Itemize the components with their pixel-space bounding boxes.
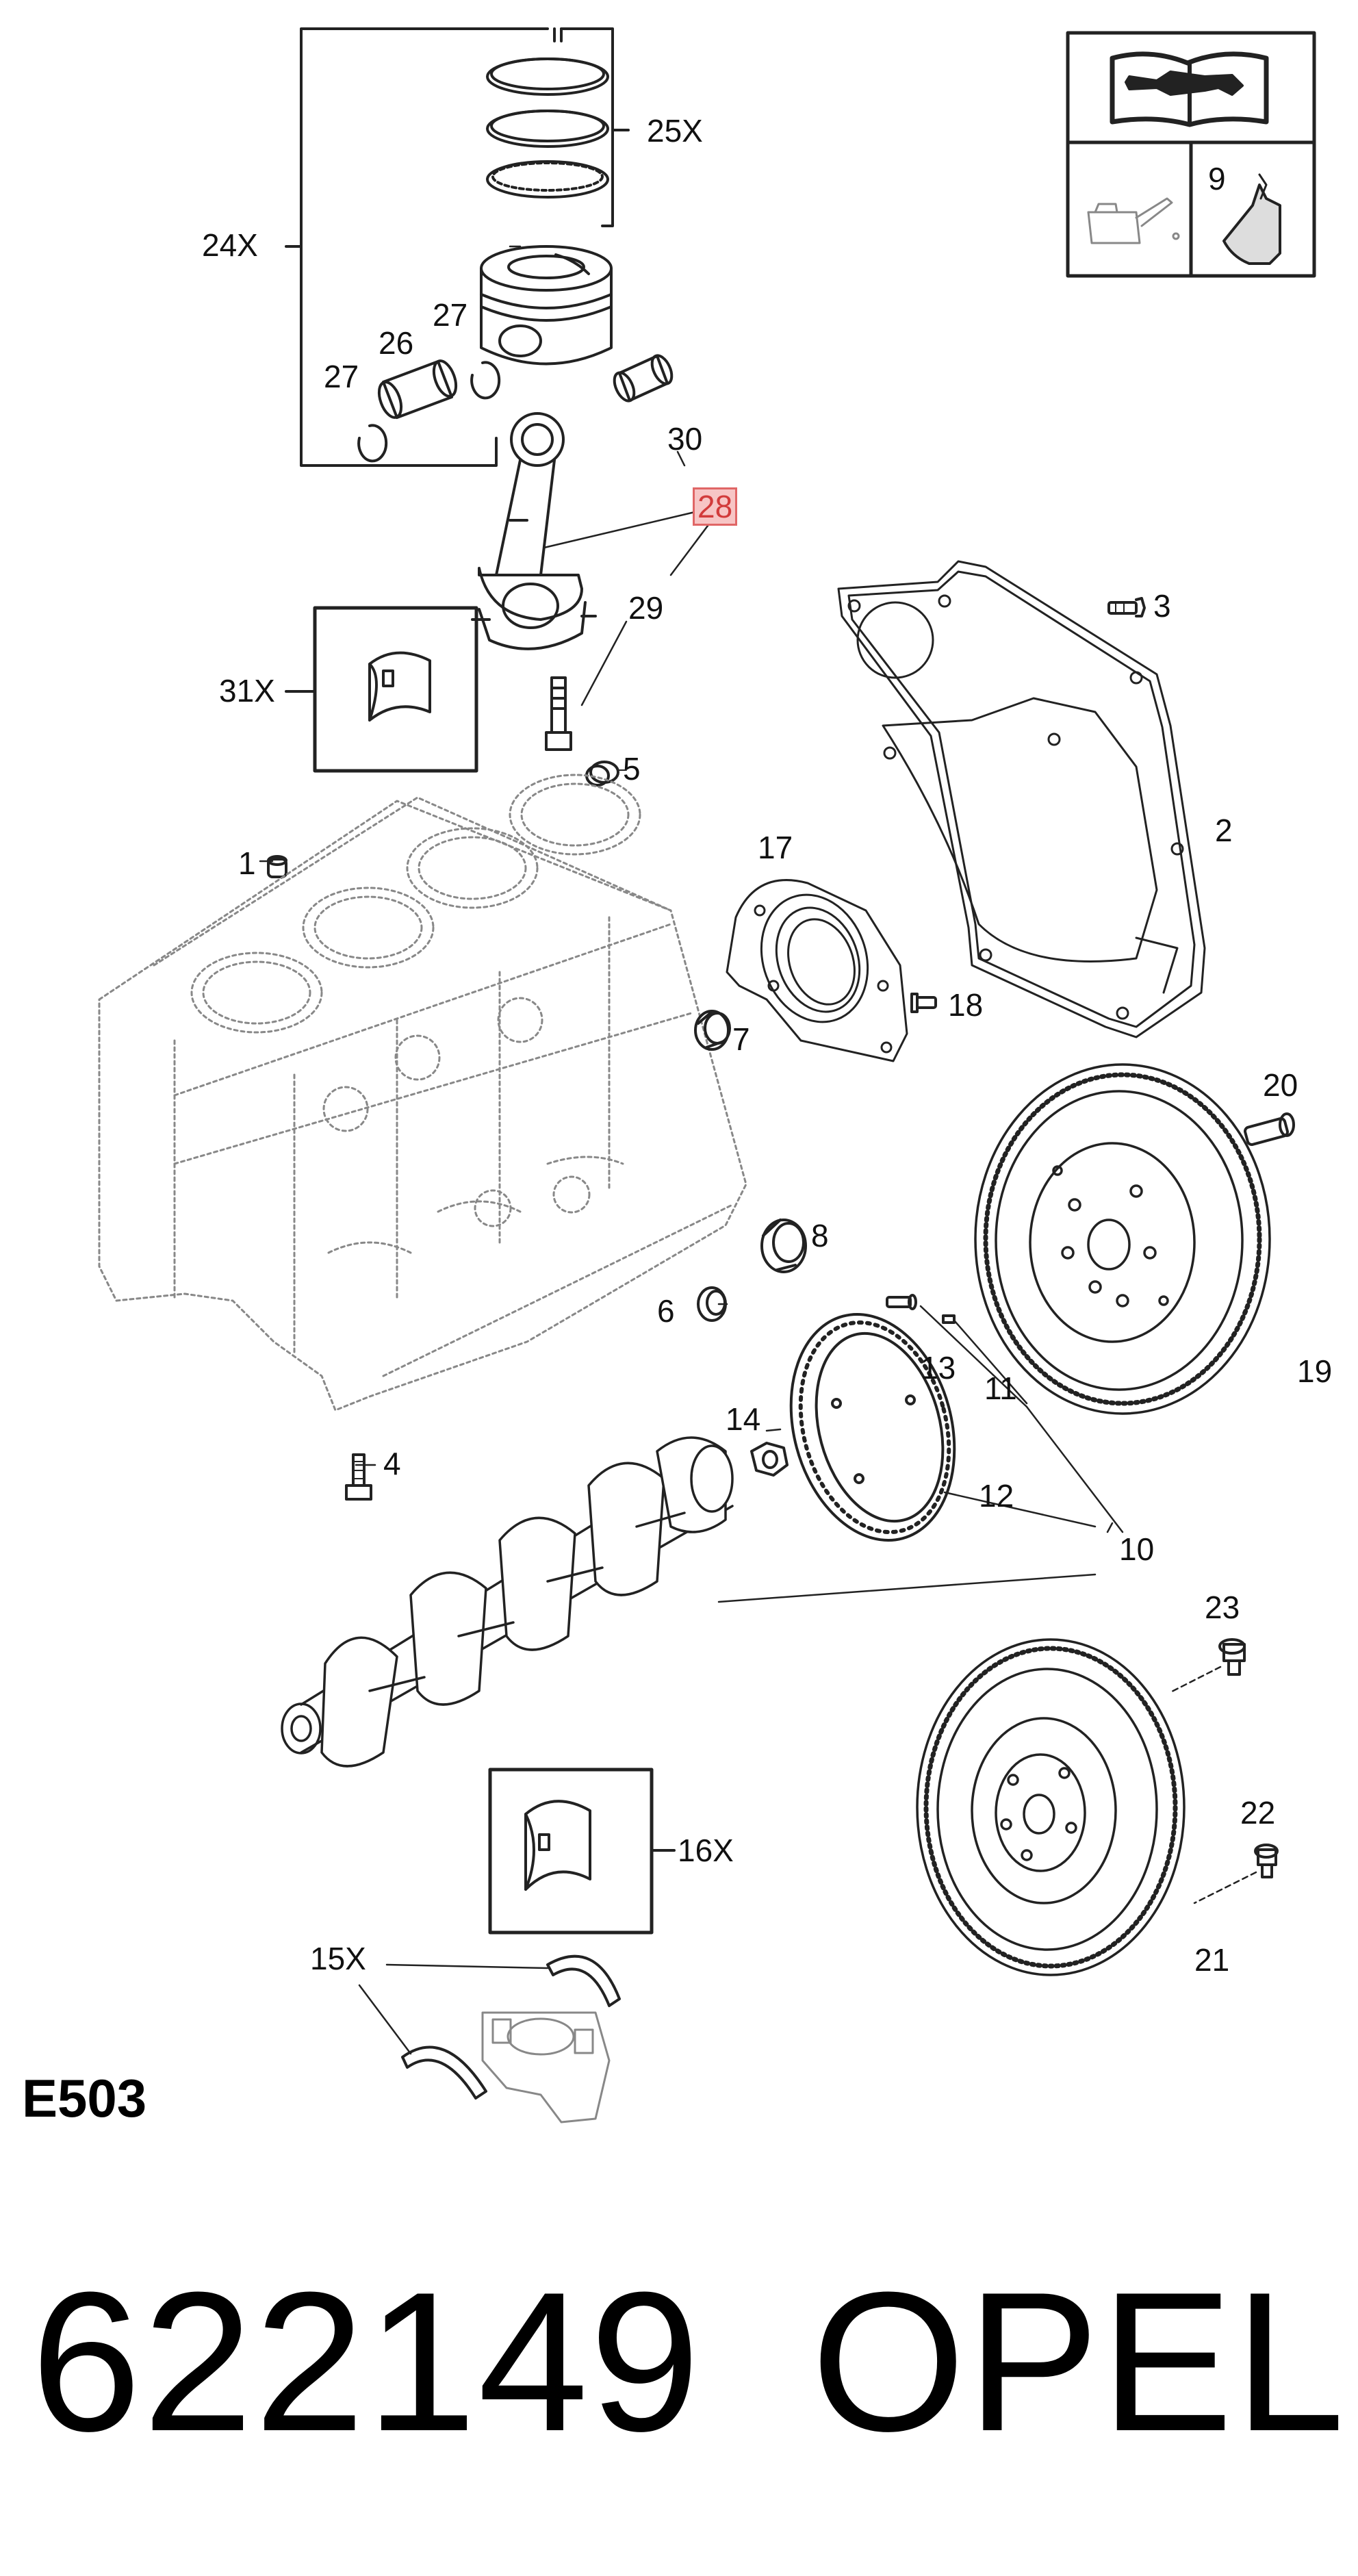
callout-30: 30 [667,421,703,457]
small-end-bush [613,354,674,403]
thrust-washer [401,1954,621,2100]
piston [480,245,613,366]
bolt [1218,1638,1246,1676]
brand-name: OPEL [811,2251,1346,2473]
callout-13: 13 [921,1350,956,1386]
dowel [267,855,287,878]
connecting-rod [471,412,597,650]
bearing-cap [481,2011,611,2124]
callout-16x: 16X [678,1833,734,1868]
callout-21: 21 [1194,1942,1230,1978]
callout-23: 23 [1205,1590,1240,1625]
callout-10: 10 [1119,1531,1155,1567]
callout-7: 7 [732,1021,750,1057]
leader-lines [259,860,1257,2055]
manual-wrench-icon [1110,51,1269,127]
section-code: E503 [22,2068,147,2128]
oil-seal [694,1010,731,1051]
callout-3: 3 [1153,588,1171,624]
callout-14: 14 [726,1401,761,1437]
oil-can-icon [1087,197,1180,244]
pin-clip [357,361,501,463]
part-number: 622149 [31,2251,702,2473]
flywheel [916,1638,1186,1976]
callout-29: 29 [628,590,664,626]
callout-4: 4 [383,1446,401,1481]
info-box [1066,31,1316,278]
callout-1: 1 [238,845,256,881]
callout-12: 12 [979,1478,1014,1514]
callout-31x: 31X [219,673,275,709]
callout-25x: 25X [647,113,703,149]
bolt [1254,1844,1279,1878]
bolt [910,993,937,1013]
rod-bolt [545,676,572,751]
callout-27-lower: 27 [324,359,359,394]
engine-block [98,774,747,1412]
screw [886,1294,917,1310]
callout-24x: 24X [202,227,258,263]
main-bearing-box [488,1768,676,1935]
piston-kit-bracket [285,27,630,467]
callout-6: 6 [657,1293,675,1329]
callout-15x: 15X [310,1941,366,1976]
callout-19: 19 [1297,1353,1333,1389]
callout-8: 8 [811,1218,829,1253]
callout-18: 18 [948,987,984,1023]
sealant-tube-icon [1222,173,1281,265]
rod-bearing-box [285,606,478,773]
dual-mass-flywheel [974,1063,1271,1415]
bolt [345,1453,372,1501]
callout-5: 5 [623,751,641,787]
dowel-pin [942,1314,956,1324]
callout-2: 2 [1215,813,1233,848]
leader-lines [509,245,713,706]
nut [750,1442,789,1477]
piston-pin [377,359,458,419]
adapter-plate [837,560,1206,1038]
callout-17: 17 [758,830,793,865]
callout-11: 11 [984,1370,1017,1406]
plug [585,761,627,787]
oil-seal [760,1219,807,1273]
callout-20: 20 [1263,1067,1298,1103]
rear-seal-carrier [726,879,908,1062]
bolt [1107,597,1146,617]
callout-26: 26 [379,325,414,361]
callout-22: 22 [1240,1795,1276,1831]
bolt [1244,1112,1295,1146]
piston-rings [486,58,609,199]
reluctor-ring [789,1313,956,1542]
callout-27-upper: 27 [433,297,468,333]
callout-9: 9 [1208,161,1226,196]
callout-28-highlighted[interactable]: 28 [693,487,738,526]
crankshaft [281,1436,734,1768]
